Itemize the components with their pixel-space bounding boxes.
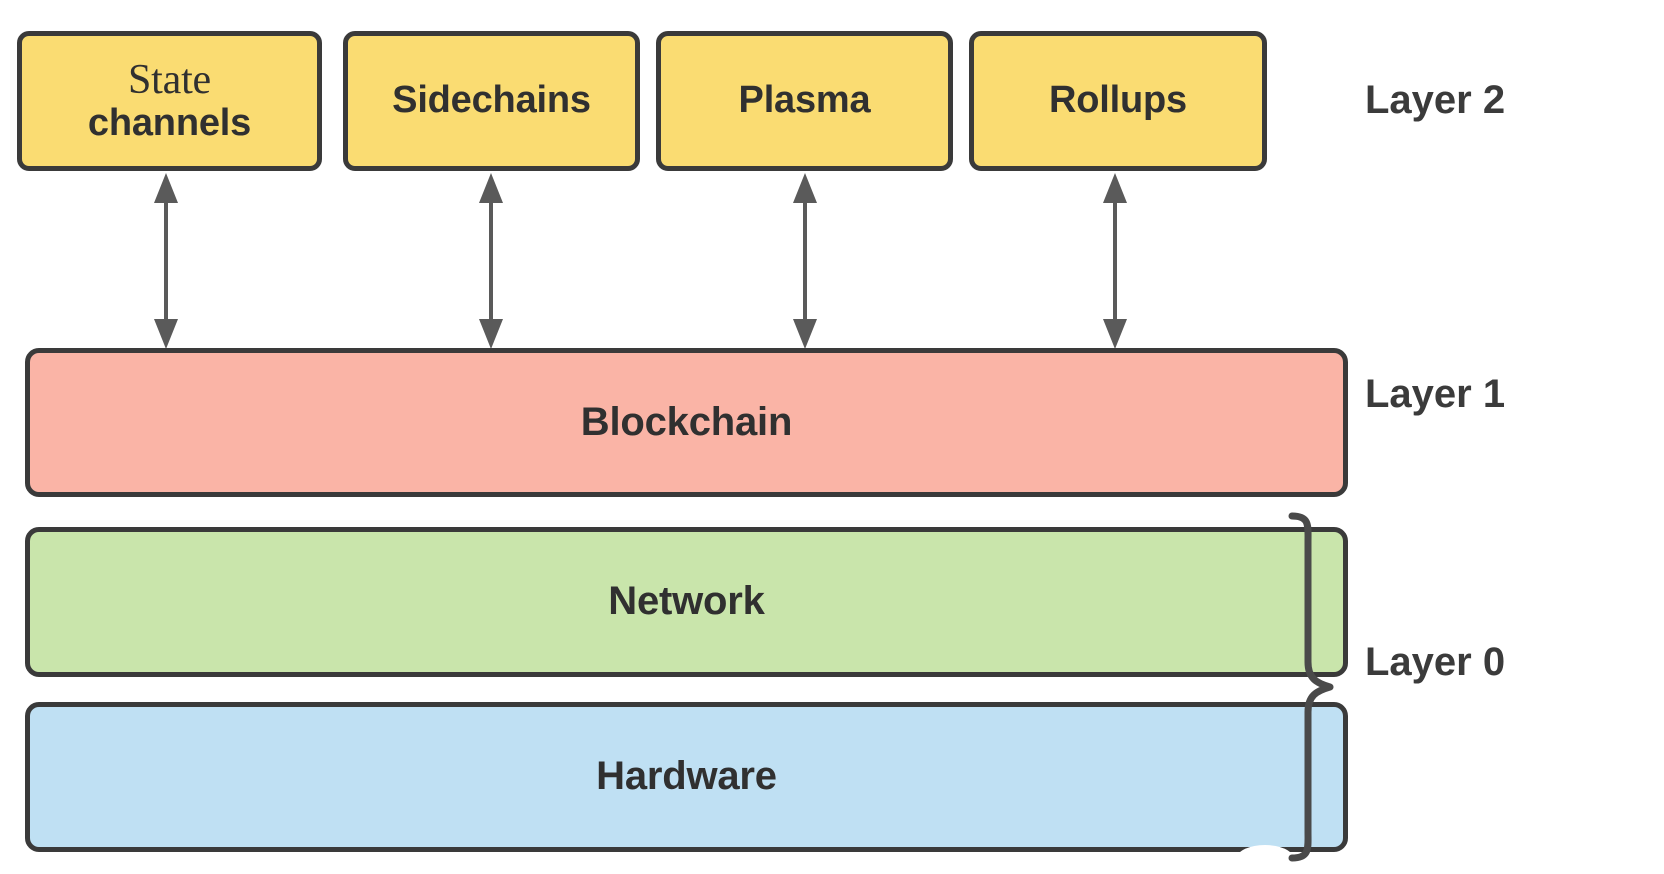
node-label-plasma: Plasma	[738, 79, 871, 122]
connector-arrow-rollups	[1103, 173, 1127, 349]
curly-brace-layer0	[1288, 512, 1334, 862]
node-network[interactable]: Network	[25, 527, 1348, 677]
node-hardware[interactable]: Hardware	[25, 702, 1348, 852]
connector-arrow-sidechains	[479, 173, 503, 349]
node-sidechains[interactable]: Sidechains	[343, 31, 640, 171]
node-label-hardware: Hardware	[596, 754, 777, 799]
connector-arrow-plasma	[793, 173, 817, 349]
render-artifact-smudge	[1237, 845, 1293, 871]
node-label-line1: State	[128, 56, 211, 103]
caption-layer-2: Layer 2	[1365, 78, 1506, 122]
node-rollups[interactable]: Rollups	[969, 31, 1267, 171]
node-plasma[interactable]: Plasma	[656, 31, 953, 171]
node-state-channels[interactable]: State channels	[17, 31, 322, 171]
node-blockchain[interactable]: Blockchain	[25, 348, 1348, 497]
node-label-sidechains: Sidechains	[392, 79, 591, 122]
caption-layer-0: Layer 0	[1365, 640, 1506, 684]
connector-arrow-state-channels	[154, 173, 178, 349]
node-label-blockchain: Blockchain	[580, 399, 793, 444]
node-label-rollups: Rollups	[1049, 79, 1187, 122]
caption-layer-1: Layer 1	[1365, 372, 1506, 416]
node-label-state-channels: State channels	[82, 56, 257, 145]
node-label-line2: channels	[87, 102, 252, 145]
node-label-network: Network	[608, 579, 765, 624]
